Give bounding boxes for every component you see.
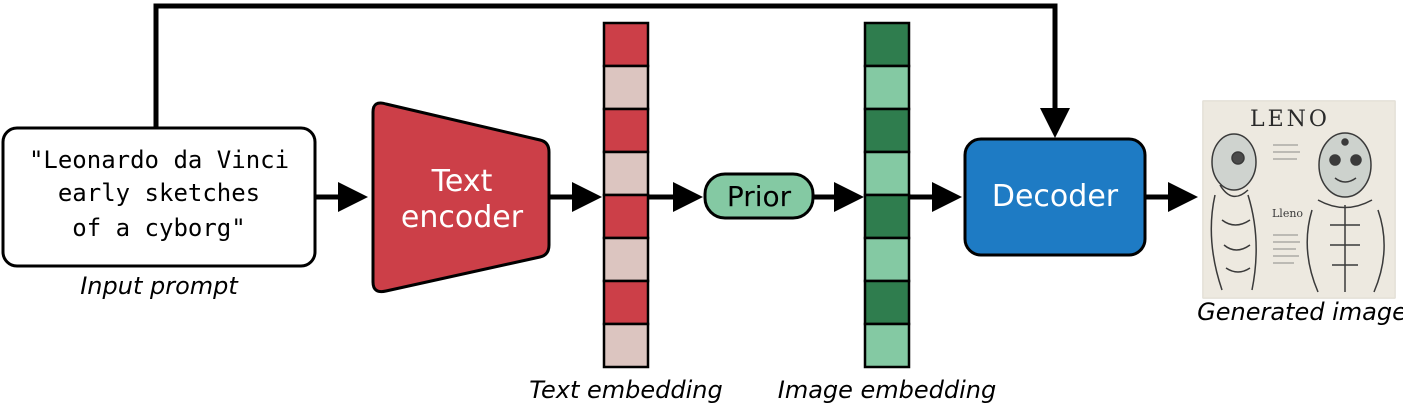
arrow-embedding-to-decoder [910, 182, 962, 212]
input-prompt-line-3: of a cyborg" [72, 214, 245, 242]
text-embedding-caption: Text embedding [529, 376, 722, 404]
image-embedding-cell-2 [863, 64, 911, 111]
arrow-decoder-to-image [1145, 182, 1198, 212]
text-embedding-cell-2 [602, 64, 650, 111]
generated-image-caption: Generated image [1197, 298, 1403, 326]
generated-image-heading: LENO [1250, 107, 1330, 132]
prompt-to-decoder-connector [153, 3, 1070, 138]
text-embedding-cell-7 [602, 279, 650, 326]
text-embedding-cell-6 [602, 236, 650, 283]
generated-image: LENO [1202, 100, 1396, 299]
prior-block: Prior [703, 172, 815, 220]
input-prompt-caption: Input prompt [80, 272, 239, 300]
decoder-block: Decoder [963, 137, 1147, 257]
image-embedding-cell-1 [863, 21, 911, 68]
input-prompt-box: "Leonardo da Vinci early sketches of a c… [1, 126, 317, 268]
arrow-prior-to-image-embedding [813, 182, 864, 212]
input-prompt-line-2: early sketches [58, 179, 260, 207]
sketch-notes [1273, 144, 1300, 264]
generated-image-subheading: Lleno [1272, 207, 1303, 220]
arrow-encoder-to-embedding [549, 182, 602, 212]
text-embedding-cell-8 [602, 322, 650, 369]
input-prompt-line-1: "Leonardo da Vinci [29, 146, 289, 174]
arrow-prompt-to-encoder [315, 182, 368, 212]
text-embedding-cell-5 [602, 193, 650, 240]
text-embedding-vector [602, 21, 650, 369]
image-embedding-cell-8 [863, 322, 911, 369]
image-embedding-cell-3 [863, 107, 911, 154]
image-embedding-vector [863, 21, 911, 369]
text-embedding-cell-1 [602, 21, 650, 68]
decoder-label: Decoder [992, 179, 1119, 214]
image-embedding-caption: Image embedding [778, 376, 997, 404]
left-cyborg-sketch [1210, 133, 1257, 291]
image-embedding-cell-6 [863, 236, 911, 283]
text-encoder-block: Text encoder [371, 101, 551, 294]
text-encoder-label-line-1: Text [431, 164, 493, 199]
right-cyborg-sketch [1306, 132, 1385, 293]
text-embedding-cell-3 [602, 107, 650, 154]
image-embedding-cell-4 [863, 150, 911, 197]
arrow-embedding-to-prior [649, 182, 703, 212]
image-embedding-cell-5 [863, 193, 911, 240]
image-embedding-cell-7 [863, 279, 911, 326]
prior-label: Prior [727, 180, 792, 213]
text-embedding-cell-4 [602, 150, 650, 197]
text-encoder-label-line-2: encoder [401, 200, 524, 235]
